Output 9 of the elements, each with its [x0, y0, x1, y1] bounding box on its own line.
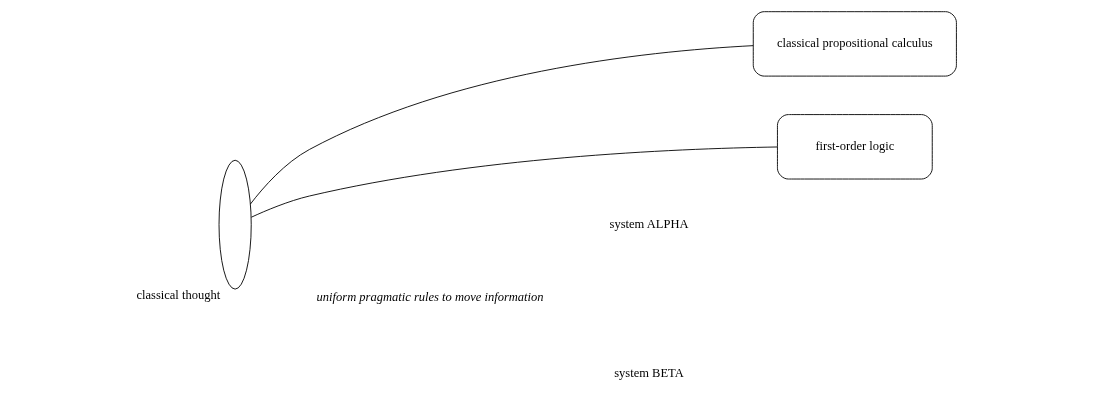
label: system ALPHA [609, 216, 688, 231]
label: uniform pragmatic rules to move information [316, 290, 544, 305]
connector [250, 146, 778, 218]
node-ellipse [218, 159, 252, 290]
connector [249, 45, 754, 205]
label: system BETA [613, 365, 684, 380]
node-box: first-order logic [776, 114, 933, 180]
node-label: classical thought [135, 288, 220, 303]
node-box: classical propositional calculus [752, 11, 957, 77]
